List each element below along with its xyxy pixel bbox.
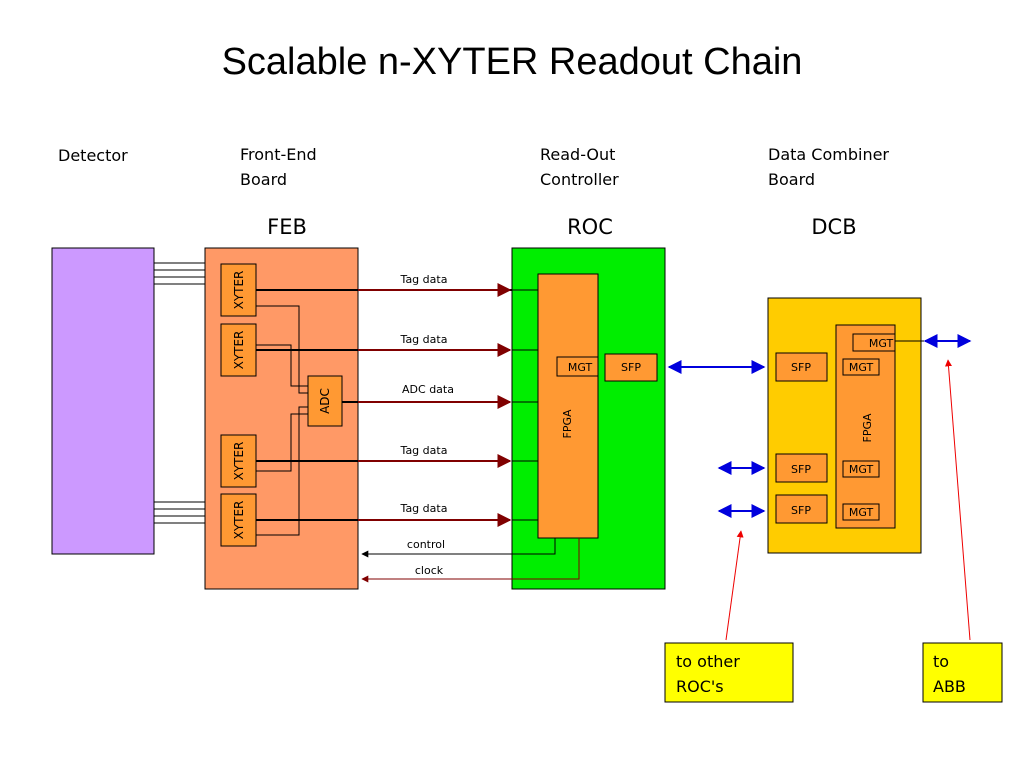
roc-heading-line2: Controller — [540, 170, 619, 189]
clock-label: clock — [415, 564, 444, 577]
adc-chip — [307, 375, 343, 427]
dcb-sfp-3 — [775, 494, 828, 524]
note-abb — [922, 642, 1003, 703]
dcb-sfp-1 — [775, 352, 828, 382]
detector-block — [51, 247, 155, 555]
tag-data-label-1: Tag data — [400, 273, 448, 286]
page-title: Scalable n-XYTER Readout Chain — [222, 41, 803, 83]
dcb-fpga-label: FPGA — [861, 413, 874, 442]
pointer-to-abb — [945, 359, 971, 641]
dcb-heading-line2: Board — [768, 170, 815, 189]
xyter-chip-3-label: XYTER — [232, 442, 246, 481]
dcb-mgt-1-label: MGT — [849, 361, 874, 374]
dcb-mgt-top — [852, 333, 896, 352]
xyter-chip-2-label: XYTER — [232, 331, 246, 370]
clock-line — [361, 538, 580, 583]
control-label: control — [407, 538, 445, 551]
adc-data-label: ADC data — [402, 383, 454, 396]
adc-chip-label: ADC — [318, 388, 332, 414]
dcb-sfp-3-label: SFP — [791, 504, 811, 517]
feb-heading-line2: Board — [240, 170, 287, 189]
feb-heading-line1: Front-End — [240, 145, 317, 164]
pointer-to-other-roc — [725, 530, 744, 641]
roc-sfp-label: SFP — [621, 361, 641, 374]
roc-sfp — [604, 353, 658, 382]
tag-data-label-2: Tag data — [400, 333, 448, 346]
dcb-sfp-2 — [775, 453, 828, 483]
note-other-roc-line2: ROC's — [676, 677, 724, 696]
xyter-chip-1 — [220, 263, 257, 317]
dcb-mgt-3-label: MGT — [849, 506, 874, 519]
dcb-label: DCB — [811, 215, 856, 239]
xyter-chip-4 — [220, 493, 257, 547]
xyter-chip-4-label: XYTER — [232, 501, 246, 540]
roc-mgt — [556, 356, 599, 377]
dcb-sfp-2-label: SFP — [791, 463, 811, 476]
note-abb-line2: ABB — [933, 677, 966, 696]
dcb-mgt-3 — [842, 503, 880, 521]
feb-label: FEB — [267, 215, 307, 239]
tag-data-label-3: Tag data — [400, 444, 448, 457]
xyter-chip-3 — [220, 434, 257, 488]
dcb-mgt-2 — [842, 460, 880, 478]
note-other-roc-line1: to other — [676, 652, 740, 671]
dcb-heading-line1: Data Combiner — [768, 145, 889, 164]
xyter-chip-1-label: XYTER — [232, 271, 246, 310]
dcb-sfp-1-label: SFP — [791, 361, 811, 374]
note-abb-line1: to — [933, 652, 949, 671]
detector-heading: Detector — [58, 146, 128, 165]
roc-heading-line1: Read-Out — [540, 145, 615, 164]
xyter-chip-2 — [220, 323, 257, 377]
dcb-mgt-2-label: MGT — [849, 463, 874, 476]
tag-data-label-4: Tag data — [400, 502, 448, 515]
dcb-mgt-1 — [842, 358, 880, 376]
control-line — [361, 538, 556, 558]
dcb-mgt-top-label: MGT — [869, 337, 894, 350]
note-other-roc — [664, 642, 794, 703]
roc-fpga-label: FPGA — [561, 409, 574, 438]
roc-mgt-label: MGT — [568, 361, 593, 374]
roc-fpga — [537, 273, 599, 539]
roc-label: ROC — [567, 215, 613, 239]
